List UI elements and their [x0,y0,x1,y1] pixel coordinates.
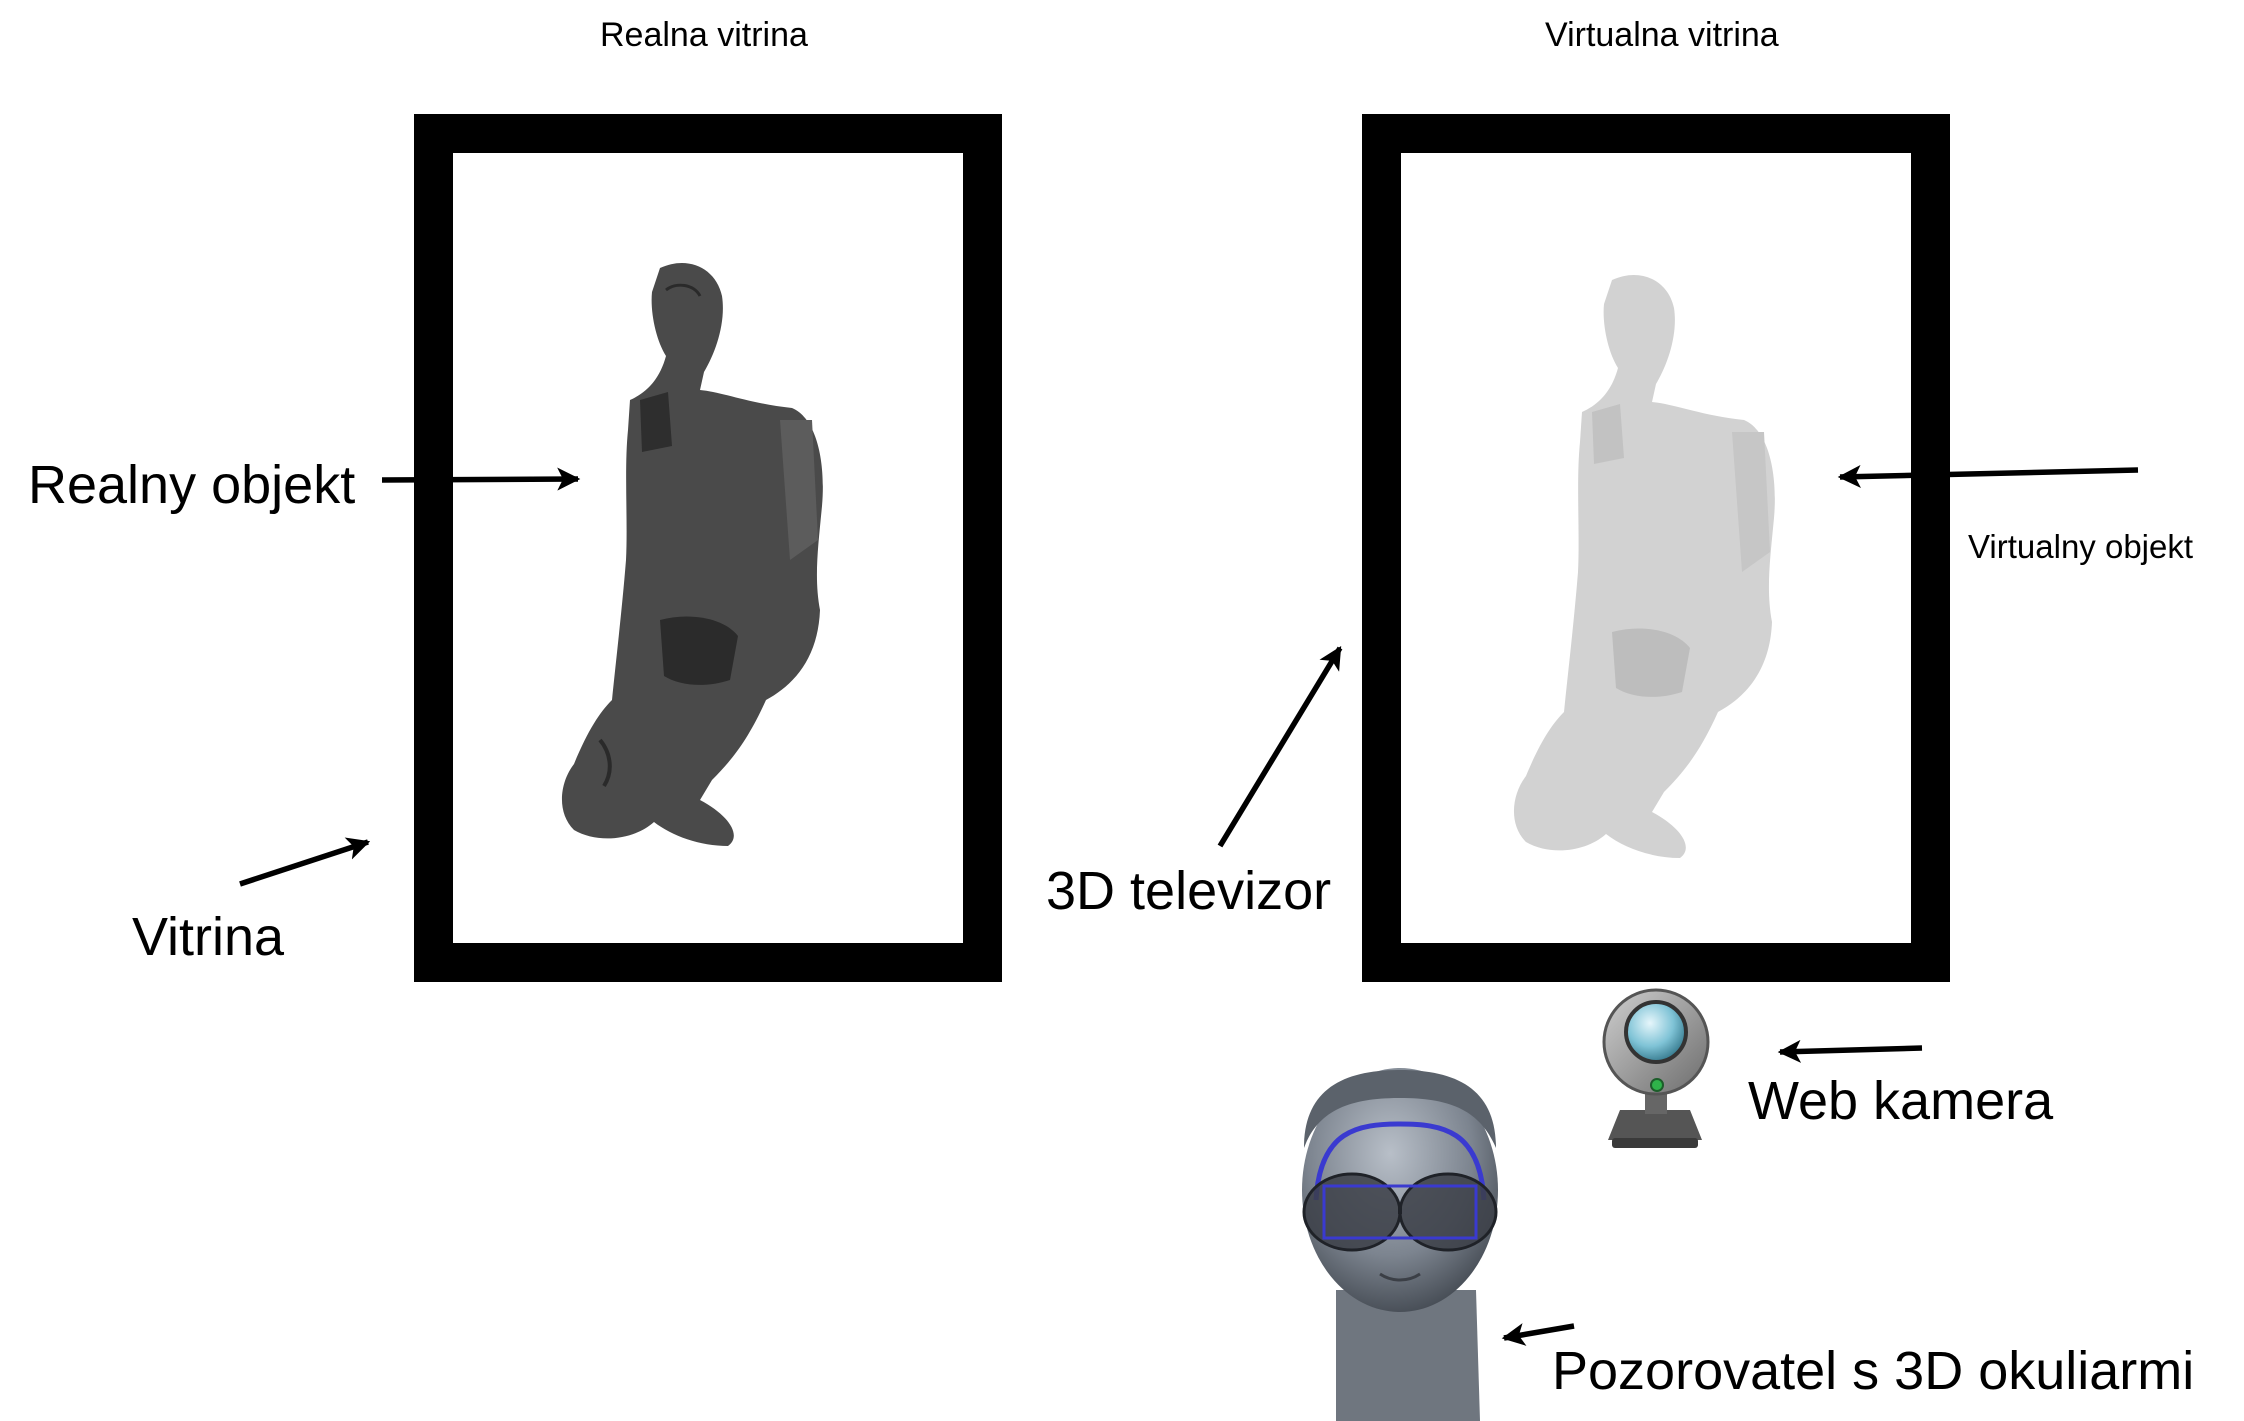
real-object-arrow [382,479,578,480]
webcam-icon [1604,990,1708,1148]
real-object-label: Realny objekt [28,458,355,512]
observer-label: Pozorovatel s 3D okuliarmi [1552,1344,2194,1398]
web-camera-label: Web kamera [1748,1074,2053,1128]
virtual-object-label: Virtualny objekt [1968,530,2193,563]
head-with-3d-glasses-icon [1302,1068,1498,1421]
web-camera-arrow [1780,1048,1922,1052]
observer-arrow [1504,1326,1574,1338]
kneeling-statue-icon [562,263,823,846]
kneeling-statue-ghost-icon [1514,275,1775,858]
showcase-label: Vitrina [132,910,284,964]
tv-arrow [1220,648,1340,846]
virtual-object-arrow [1840,470,2138,477]
showcase-arrow [240,842,368,884]
tv-3d-label: 3D televizor [1046,864,1331,918]
